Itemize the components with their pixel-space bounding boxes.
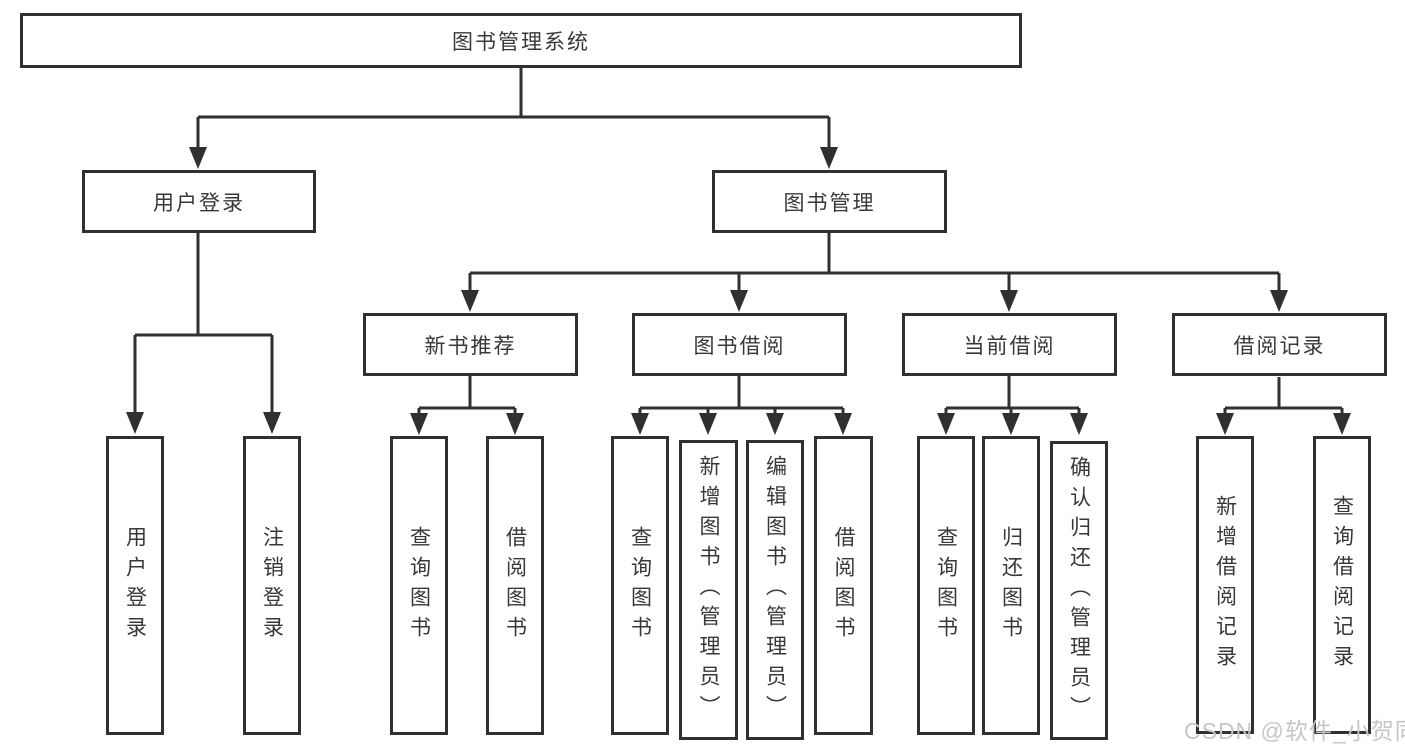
leaf-bb-add-books-admin-label: 新增图书（管理员） (697, 455, 720, 725)
node-current-borrowing-label: 当前借阅 (963, 334, 1056, 358)
leaf-cb-return-books-label: 归还图书 (999, 525, 1023, 646)
watermark: CSDN @软件_小贺同学 (1184, 712, 1405, 746)
leaf-br-add-record: 新增借阅记录 (1196, 436, 1254, 734)
node-book-borrowing-label: 图书借阅 (693, 334, 786, 358)
node-borrowing-records-label: 借阅记录 (1233, 334, 1326, 358)
leaf-bb-query-books: 查询图书 (611, 436, 669, 735)
node-new-book-recommend-label: 新书推荐 (424, 334, 517, 358)
leaf-br-query-record-label: 查询借阅记录 (1330, 495, 1354, 675)
leaf-bb-add-books-admin: 新增图书（管理员） (679, 440, 738, 740)
watermark-text: CSDN @软件_小贺同 (1184, 718, 1405, 744)
leaf-logout: 注销登录 (243, 436, 301, 735)
leaf-cb-query-books: 查询图书 (917, 436, 975, 735)
node-current-borrowing: 当前借阅 (902, 313, 1117, 376)
leaf-cb-return-books: 归还图书 (982, 436, 1040, 735)
leaf-user-login-label: 用户登录 (123, 525, 147, 646)
node-root-label: 图书管理系统 (452, 30, 590, 54)
node-borrowing-records: 借阅记录 (1172, 313, 1387, 376)
leaf-nb-query-books-label: 查询图书 (407, 525, 431, 646)
leaf-nb-query-books: 查询图书 (390, 436, 448, 735)
leaf-logout-label: 注销登录 (260, 525, 284, 646)
leaf-br-add-record-label: 新增借阅记录 (1213, 495, 1237, 675)
leaf-bb-borrow-books-label: 借阅图书 (832, 525, 855, 646)
node-book-management: 图书管理 (712, 170, 947, 233)
edge-paths (133, 68, 1344, 415)
leaf-cb-query-books-label: 查询图书 (934, 525, 958, 646)
leaf-bb-borrow-books: 借阅图书 (814, 436, 873, 735)
node-user-login: 用户登录 (82, 170, 316, 233)
leaf-bb-query-books-label: 查询图书 (628, 525, 652, 646)
leaf-cb-confirm-return-admin: 确认归还（管理员） (1050, 441, 1108, 740)
node-user-login-label: 用户登录 (153, 191, 245, 215)
node-root: 图书管理系统 (20, 13, 1022, 68)
leaf-bb-edit-books-admin: 编辑图书（管理员） (746, 440, 804, 740)
node-new-book-recommend: 新书推荐 (363, 313, 578, 376)
leaf-nb-borrow-books-label: 借阅图书 (503, 525, 527, 646)
arrowhead-icons (126, 147, 1351, 435)
leaf-cb-confirm-return-admin-label: 确认归还（管理员） (1067, 455, 1091, 726)
leaf-br-query-record: 查询借阅记录 (1313, 436, 1371, 734)
leaf-nb-borrow-books: 借阅图书 (486, 436, 544, 735)
node-book-management-label: 图书管理 (783, 191, 876, 215)
leaf-bb-edit-books-admin-label: 编辑图书（管理员） (763, 455, 787, 725)
leaf-user-login: 用户登录 (106, 436, 164, 735)
node-book-borrowing: 图书借阅 (632, 313, 847, 376)
